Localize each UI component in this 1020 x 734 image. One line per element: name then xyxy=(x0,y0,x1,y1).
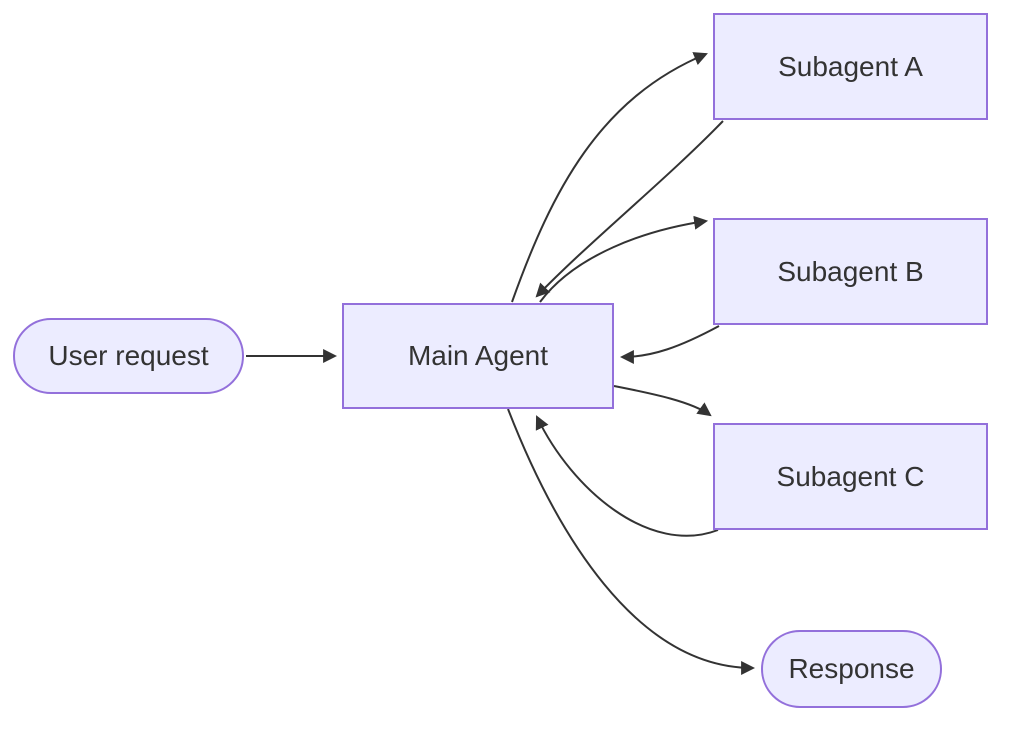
edge-main-agent-to-subagent-b xyxy=(539,215,709,303)
node-response: Response xyxy=(761,630,942,708)
node-subagent-c-label: Subagent C xyxy=(776,460,925,492)
edge-main-agent-to-subagent-a xyxy=(511,52,708,303)
node-user-request-label: User request xyxy=(48,340,209,371)
node-subagent-c: Subagent C xyxy=(713,423,988,530)
node-subagent-a-label: Subagent A xyxy=(778,50,923,82)
node-subagent-a: Subagent A xyxy=(713,13,988,120)
edge-main-agent-to-response xyxy=(507,408,756,675)
node-subagent-b-label: Subagent B xyxy=(777,255,924,287)
edge-subagent-a-to-main-agent xyxy=(535,120,724,298)
node-main-agent: Main Agent xyxy=(342,303,614,409)
node-main-agent-label: Main Agent xyxy=(407,340,549,371)
node-user-request: User request xyxy=(13,318,244,394)
edge-main-agent-to-subagent-c xyxy=(613,385,712,417)
node-subagent-b: Subagent B xyxy=(713,218,988,325)
node-response-label: Response xyxy=(788,653,915,684)
edge-subagent-b-to-main-agent xyxy=(619,325,720,364)
edge-subagent-c-to-main-agent xyxy=(535,415,719,537)
